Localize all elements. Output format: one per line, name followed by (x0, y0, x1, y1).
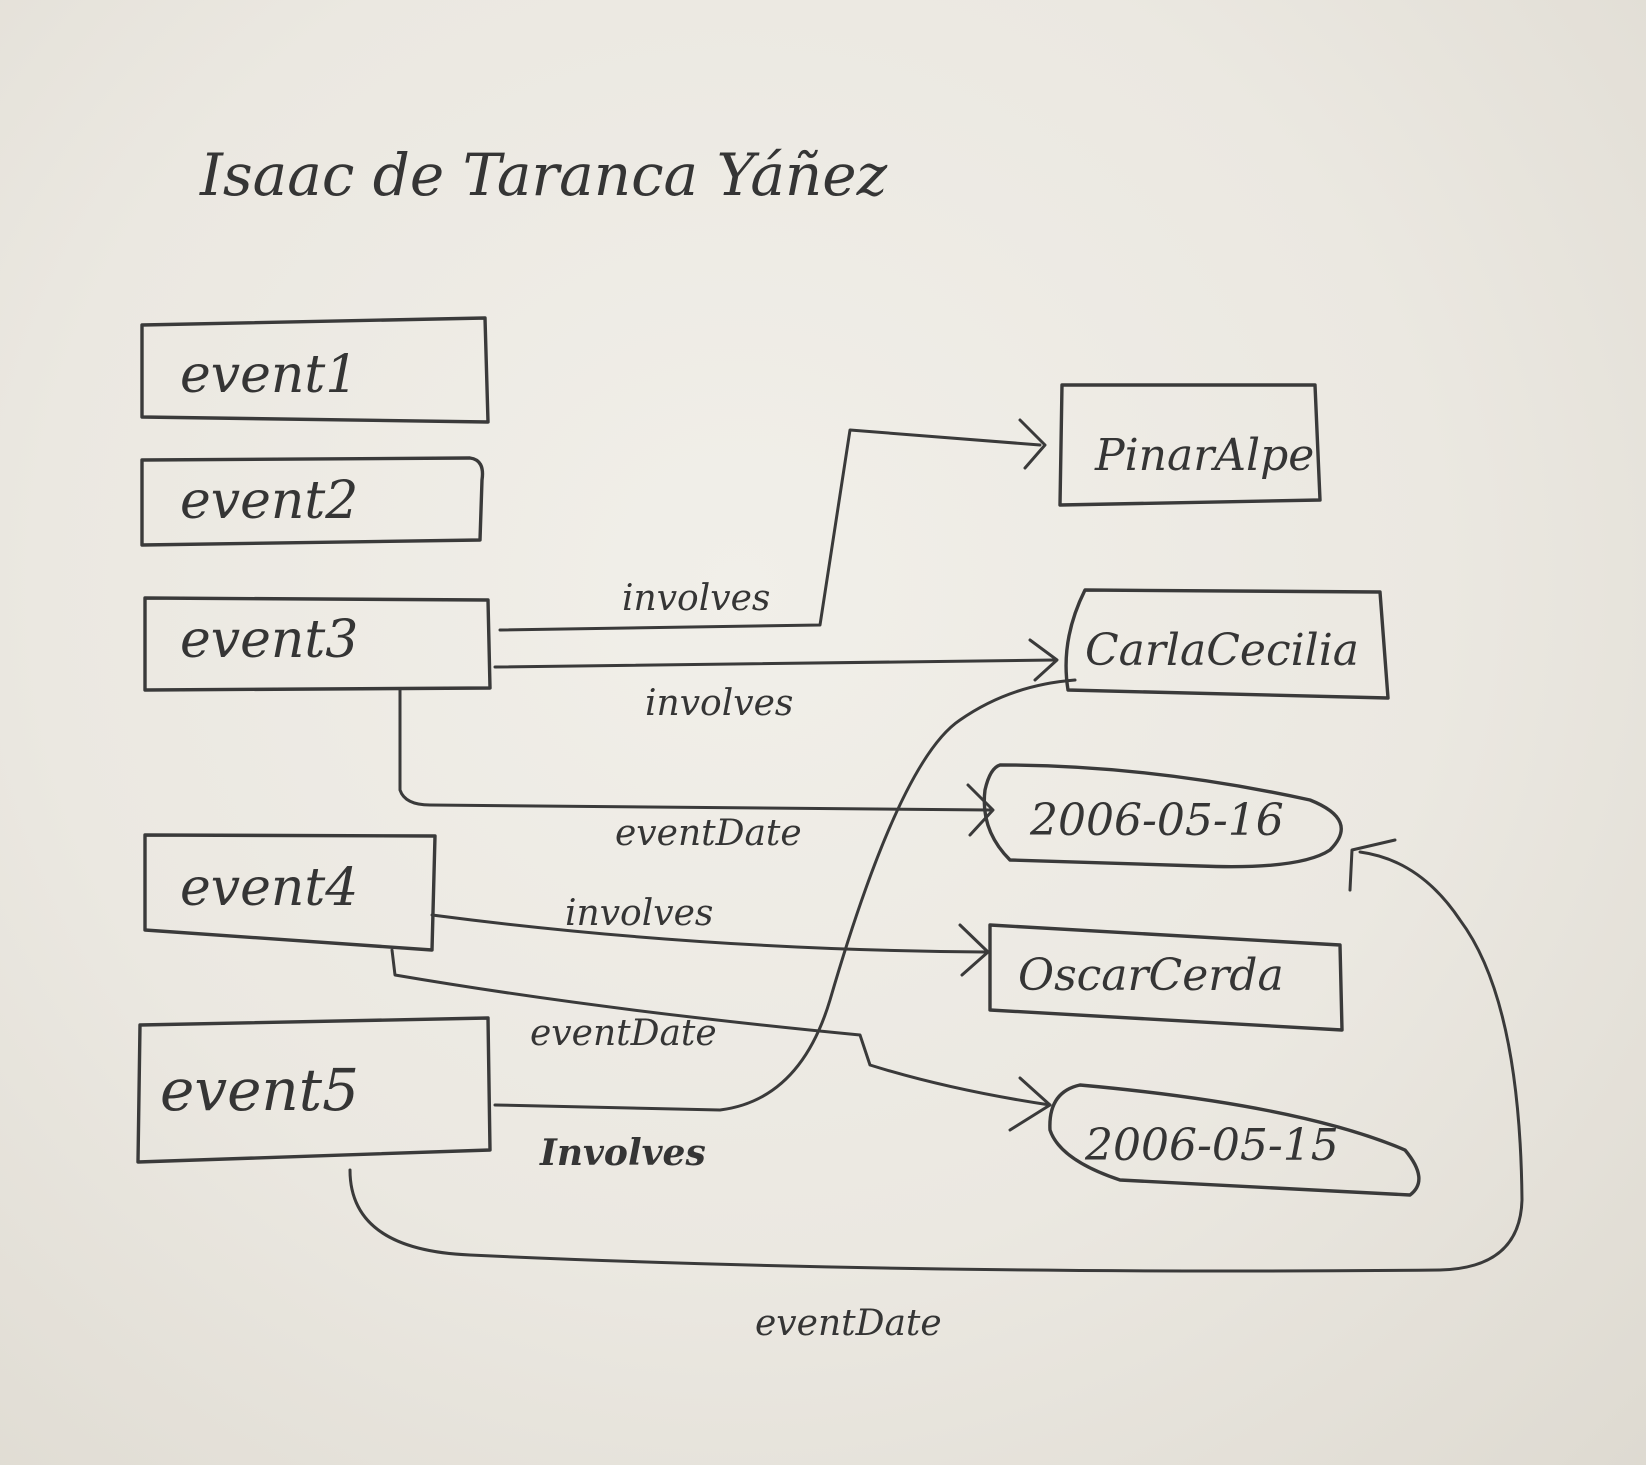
author-title: Isaac de Taranca Yáñez (199, 141, 888, 209)
edge-label-e5-date: eventDate (755, 1303, 942, 1344)
edge-label-e5-carla: Involves (539, 1132, 706, 1174)
edge-label-e3-date: eventDate (615, 813, 802, 854)
node-oscarcerda: OscarCerda (988, 923, 1344, 1032)
arrowhead-pinaralpe (1018, 418, 1047, 470)
edge-event3-date16 (398, 688, 992, 812)
arrowhead-oscarcerda (958, 923, 990, 977)
svg-text:event1: event1 (180, 345, 358, 405)
svg-text:2006-05-16: 2006-05-16 (1029, 795, 1284, 846)
arrowhead-carlacecilia (1028, 638, 1059, 682)
node-date-2006-05-16: 2006-05-16 (982, 763, 1343, 869)
edge-event5-date16 (348, 850, 1524, 1273)
svg-text:PinarAlpe: PinarAlpe (1094, 430, 1314, 481)
edge-event4-date15 (390, 948, 1052, 1107)
svg-text:OscarCerda: OscarCerda (1018, 950, 1284, 1001)
node-event1: event1 (140, 316, 490, 424)
node-date-2006-05-15: 2006-05-15 (1048, 1083, 1421, 1197)
svg-text:2006-05-15: 2006-05-15 (1084, 1120, 1339, 1171)
arrowhead-date16 (966, 783, 995, 837)
node-event3: event3 (143, 596, 492, 692)
arrowhead-date15 (1008, 1076, 1052, 1132)
node-event4: event4 (143, 833, 437, 952)
node-pinaralpe: PinarAlpe (1058, 383, 1322, 507)
edge-label-e4-date: eventDate (530, 1013, 717, 1054)
edge-event4-oscarcerda (430, 913, 987, 954)
edge-label-e3-carla: involves (645, 683, 793, 724)
svg-text:event2: event2 (180, 471, 358, 531)
node-event2: event2 (140, 456, 485, 547)
edge-label-e3-pinar: involves (622, 578, 770, 619)
svg-text:event3: event3 (180, 610, 358, 670)
edge-event3-carlacecilia (493, 658, 1057, 669)
svg-text:event4: event4 (180, 858, 358, 918)
svg-text:event5: event5 (160, 1056, 359, 1124)
edge-event3-pinaralpe (498, 428, 1042, 632)
svg-text:CarlaCecilia: CarlaCecilia (1085, 625, 1359, 676)
arrowhead-date16-from-event5 (1348, 838, 1397, 892)
edge-event5-carlacecilia (493, 678, 1077, 1112)
edge-label-e4-oscar: involves (565, 893, 713, 934)
node-carlacecilia: CarlaCecilia (1064, 588, 1390, 700)
node-event5: event5 (136, 1016, 492, 1164)
